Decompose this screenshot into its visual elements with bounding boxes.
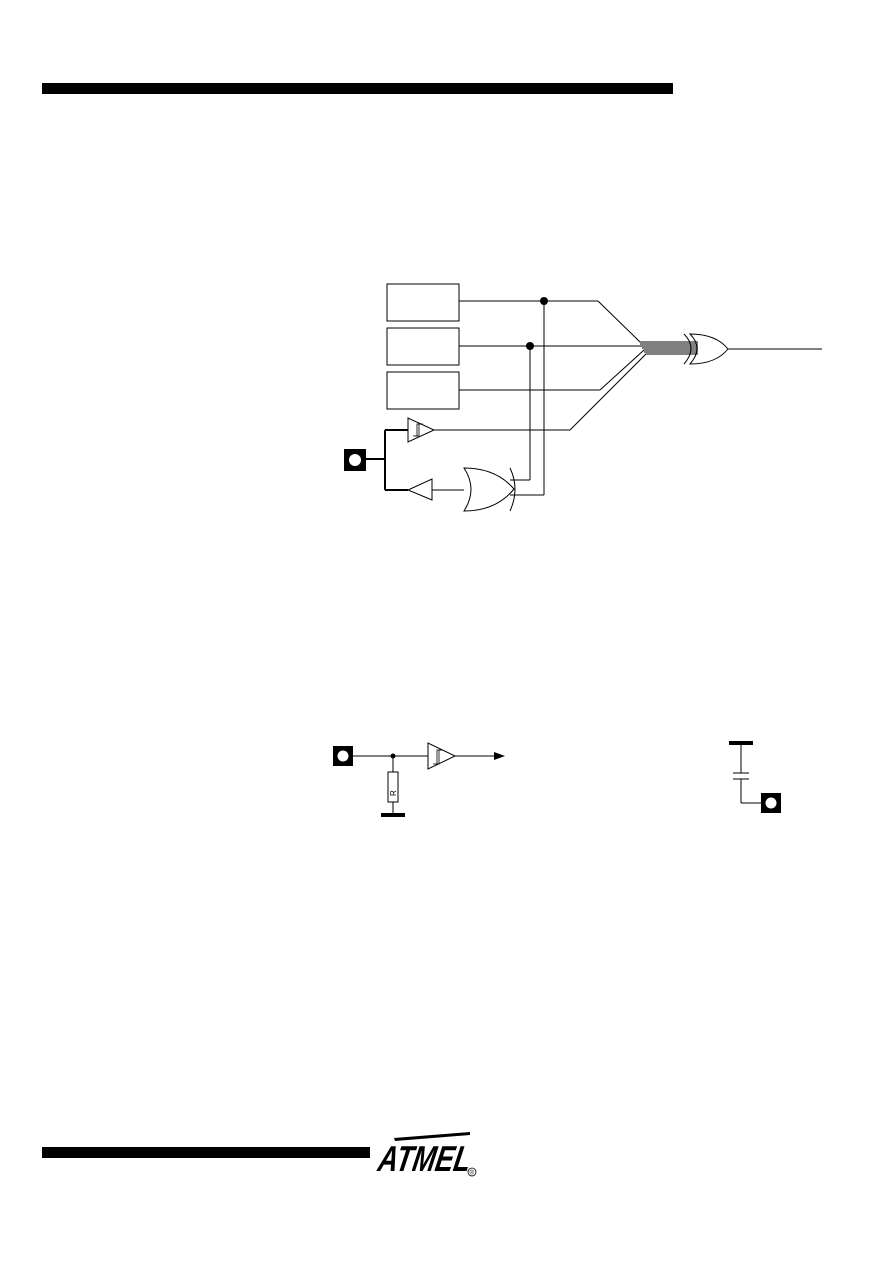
junction-dot-1 [540,297,548,305]
output-or-gate [688,333,729,365]
node-dot [390,753,396,759]
bus-line-3 [599,349,698,391]
feedback-or-back-curve [509,467,516,512]
cap-pin-hole [765,797,777,809]
feedback-or-gate [463,467,515,512]
junction-dot-2 [526,342,534,350]
logo-swoosh [394,1132,470,1141]
io-pin-hole [349,454,361,466]
logo-registered-mark: ® [470,1170,475,1177]
resistor-label: R [389,790,398,796]
ground-bar [381,813,405,817]
logo-wordmark: ATMEL [375,1138,475,1179]
input-pin-hole [337,750,349,762]
xor-extra-curve [683,333,692,365]
footer-rule [42,1147,370,1158]
header-rule [42,83,673,94]
schmitt-buffer [427,742,457,770]
bus-line-1 [597,300,698,343]
arrow-head [494,752,505,760]
supply-bar [729,741,753,745]
bus-line-4 [434,353,698,431]
block-1 [386,283,460,322]
